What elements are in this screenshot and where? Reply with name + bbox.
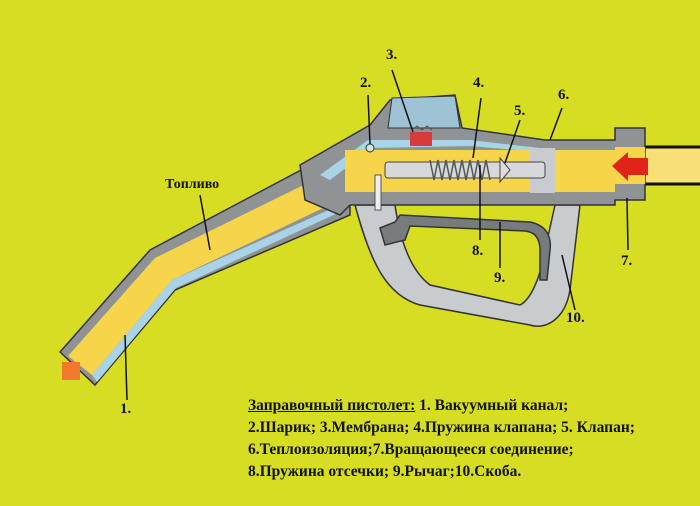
- legend-line-4: 8.Пружина отсечки; 9.Рычаг;10.Скоба.: [248, 463, 522, 480]
- label-7: 7.: [621, 253, 633, 269]
- label-4: 4.: [473, 75, 485, 91]
- label-9: 9.: [494, 270, 506, 286]
- lever: [379, 214, 552, 281]
- legend-line-1: 1. Вакуумный канал;: [415, 397, 569, 414]
- label-5: 5.: [514, 103, 526, 119]
- ball: [365, 143, 375, 153]
- legend-title: Заправочный пистолет:: [248, 397, 416, 414]
- flow-arrow: [612, 152, 648, 181]
- membrane-dome: [387, 95, 461, 129]
- legend-line-2: 2.Шарик; 3.Мембрана; 4.Пружина клапана; …: [248, 419, 635, 436]
- label-1: 1.: [120, 401, 132, 417]
- fuel-hose: [640, 145, 700, 186]
- valve: [499, 156, 511, 184]
- leader-lines: [124, 69, 629, 401]
- label-2: 2.: [360, 75, 372, 91]
- label-6: 6.: [558, 87, 570, 103]
- label-3: 3.: [386, 47, 398, 63]
- membrane: [410, 132, 432, 146]
- nozzle-tip: [62, 362, 80, 380]
- label-10: 10.: [566, 310, 585, 326]
- label-8: 8.: [472, 243, 484, 259]
- label-fuel: Топливо: [165, 177, 220, 192]
- trigger-guard: [354, 204, 581, 327]
- legend: Заправочный пистолет: 1. Вакуумный канал…: [248, 395, 635, 483]
- legend-line-3: 6.Теплоизоляция;7.Вращающееся соединение…: [248, 441, 574, 458]
